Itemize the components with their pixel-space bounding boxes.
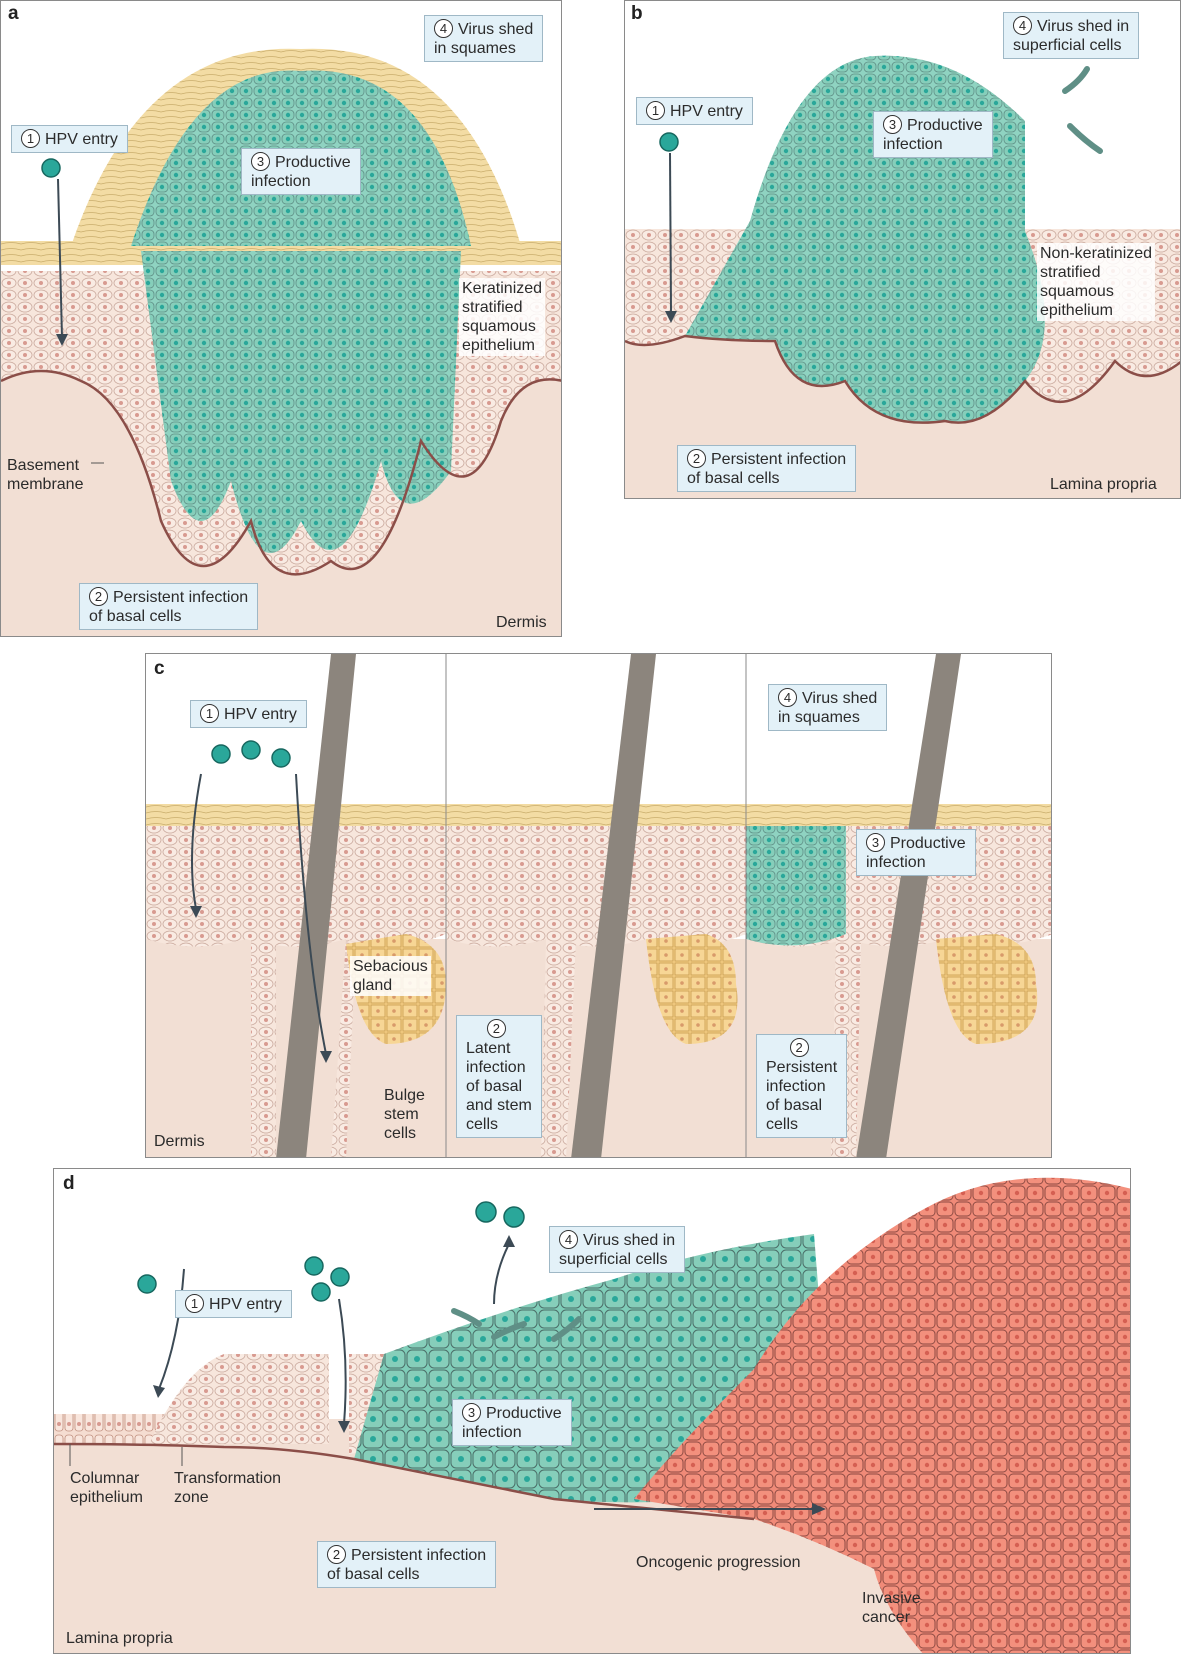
hair-shaft: [276, 654, 356, 1157]
entry-arrowhead-icon: [320, 1051, 332, 1063]
sebaceous-gland-label: Sebacious gland: [350, 956, 431, 996]
lamina-propria-label: Lamina propria: [66, 1630, 173, 1647]
panel-b-letter: b: [631, 3, 643, 24]
dermis-label: Dermis: [154, 1133, 205, 1150]
entry-arrowhead-icon: [153, 1385, 165, 1398]
epithelium-label: Non-keratinized stratified squamous epit…: [1037, 243, 1156, 321]
epithelium-label: Keratinized stratified squamous epitheli…: [459, 278, 546, 356]
invasive-cancer-label: Invasive cancer: [862, 1590, 921, 1626]
basement-membrane-line: [625, 334, 1180, 424]
virus-particle-icon: [271, 748, 291, 768]
virus-particle-icon: [503, 1206, 525, 1228]
virus-particle-icon: [304, 1256, 324, 1276]
entry-arrow: [191, 773, 202, 910]
hair-shaft: [856, 654, 961, 1157]
virus-particle-icon: [475, 1201, 497, 1223]
bulge-stem-cells-label: Bulge stem cells: [384, 1087, 425, 1142]
panel-c-illustration: [146, 654, 1051, 1157]
virus-particle-icon: [137, 1274, 157, 1294]
shed-arrowhead-icon: [503, 1235, 515, 1247]
basement-membrane-line: [54, 1442, 755, 1521]
columnar-epithelium-label: Columnar epithelium: [70, 1470, 143, 1506]
shed-cell-icon: [551, 1316, 582, 1342]
panel-a-letter: a: [8, 3, 19, 24]
infected-epithelium: [141, 251, 461, 553]
virus-particle-icon: [41, 158, 61, 178]
oncogenic-progression-label: Oncogenic progression: [636, 1554, 801, 1571]
virus-particle-icon: [330, 1267, 350, 1287]
virus-particle-icon: [311, 1282, 331, 1302]
shed-cell-icon: [1067, 123, 1103, 154]
entry-arrow: [338, 1298, 347, 1425]
panel-c-letter: c: [154, 658, 165, 679]
transformation-zone-layer: [149, 1354, 329, 1444]
shed-arrow: [493, 1243, 510, 1305]
entry-arrowhead-icon: [56, 334, 68, 346]
panel-a-illustration: [1, 48, 561, 636]
basement-membrane-line: [1, 369, 561, 576]
entry-arrowhead-icon: [190, 906, 202, 918]
hair-shaft: [571, 654, 656, 1157]
dermis-label: Dermis: [496, 614, 547, 631]
entry-arrow: [295, 773, 327, 1055]
transformation-zone-label: Transformation zone: [174, 1470, 281, 1506]
panel-d-letter: d: [63, 1173, 75, 1194]
shed-cell-icon: [451, 1308, 482, 1327]
shed-cell-icon: [1062, 66, 1090, 94]
virus-particle-icon: [211, 744, 231, 764]
virus-particle-icon: [659, 132, 679, 152]
shed-cell-icon: [491, 1321, 527, 1340]
progression-arrowhead-icon: [812, 1503, 826, 1515]
entry-arrow: [669, 152, 672, 314]
subpanel-2: [446, 804, 746, 1157]
entry-arrow: [57, 178, 63, 338]
entry-arrowhead-icon: [338, 1421, 350, 1433]
invasive-cancer-mass: [634, 1177, 1130, 1653]
entry-arrow: [158, 1268, 185, 1390]
basement-membrane-label: Basement membrane: [7, 457, 84, 493]
virus-particle-icon: [241, 740, 261, 760]
entry-arrowhead-icon: [665, 311, 677, 323]
columnar-epithelium-layer: [54, 1414, 164, 1444]
lamina-propria-label: Lamina propria: [1050, 476, 1157, 493]
subpanel-1: [146, 804, 446, 1157]
